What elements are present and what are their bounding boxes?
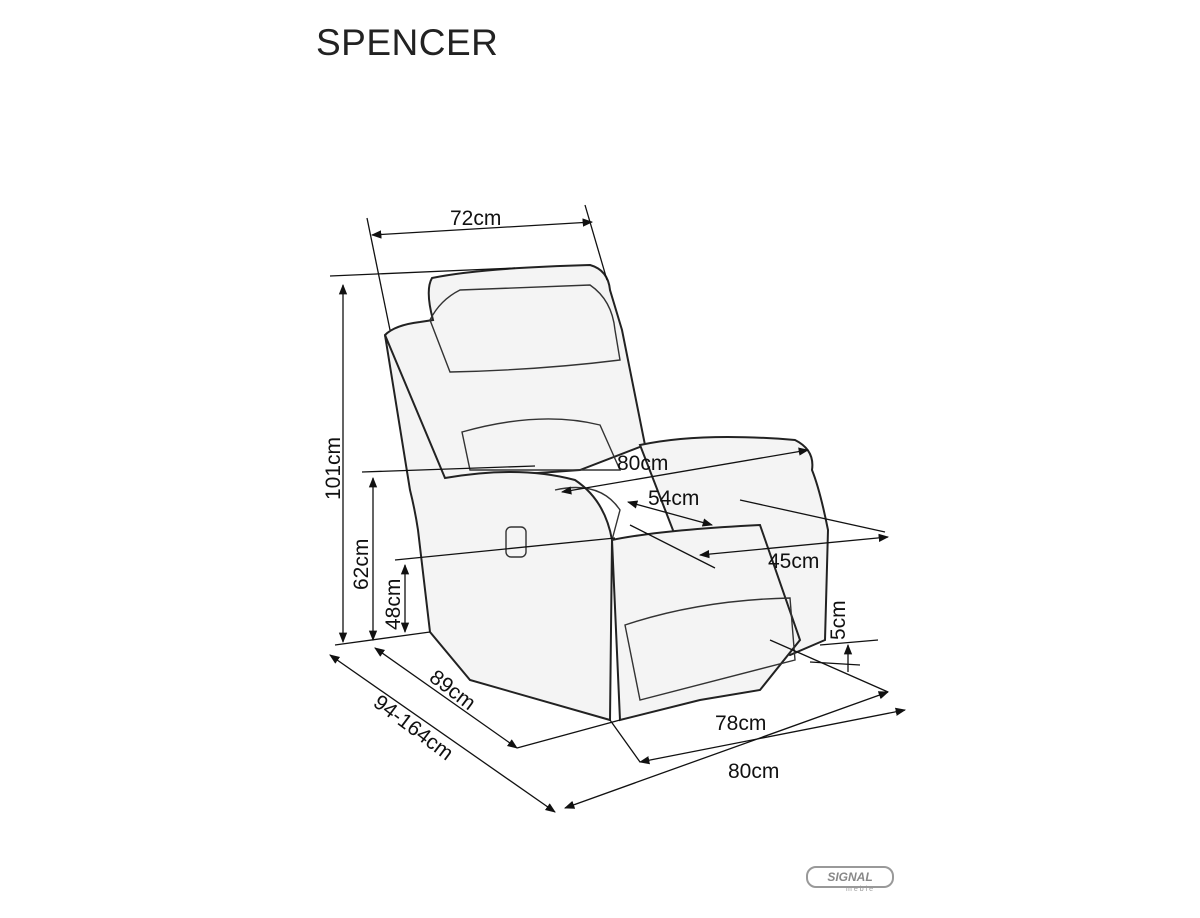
dimension-lines — [329, 204, 907, 813]
dim-seat-height: 48cm — [382, 579, 405, 630]
dim-reclined-depth: 94-164cm — [369, 691, 457, 766]
footrest — [624, 597, 796, 701]
recliner-chair — [383, 263, 830, 722]
chair-left-arm — [384, 334, 614, 722]
recline-lever-icon — [505, 526, 527, 558]
dim-total-width: 80cm — [728, 760, 779, 783]
dim-top-width: 72cm — [450, 207, 501, 230]
dim-total-height: 101cm — [322, 437, 345, 500]
dim-seat-depth: 54cm — [648, 487, 699, 510]
headrest-cushion — [429, 284, 621, 373]
dim-arm-width: 80cm — [617, 452, 668, 475]
signal-logo-sub: meble — [846, 886, 876, 893]
lumbar-cushion — [461, 418, 622, 471]
product-title: SPENCER — [316, 22, 499, 63]
dim-ground-clearance: 5cm — [827, 600, 850, 640]
signal-logo: SIGNAL — [806, 866, 894, 888]
dim-base-width: 78cm — [715, 712, 766, 735]
dim-armrest-height: 62cm — [350, 539, 373, 590]
dim-seat-width: 45cm — [768, 550, 819, 573]
